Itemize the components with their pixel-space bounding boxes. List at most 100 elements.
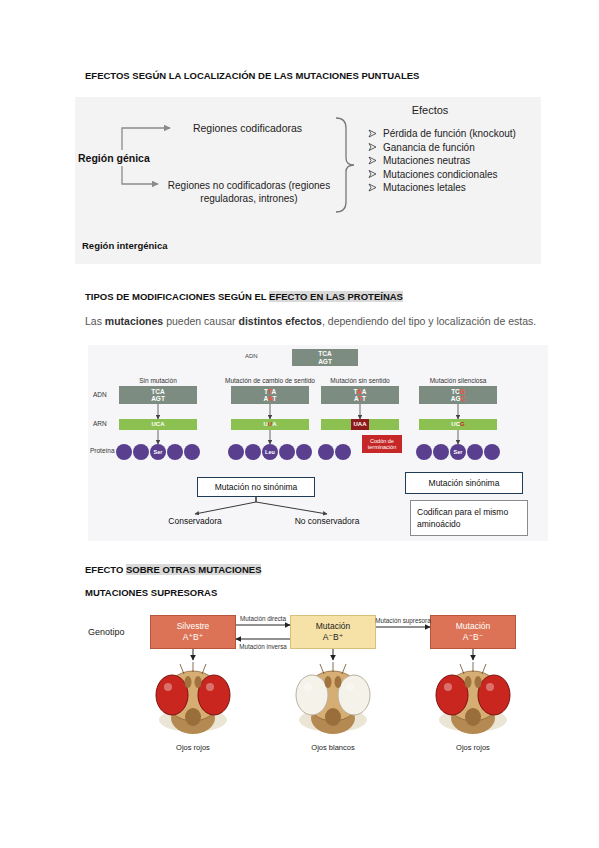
node-text: A⁻B⁻ [463,632,483,643]
column-title: Mutación sin sentido [310,377,410,385]
node-text: Regiones codificadoras [193,122,302,135]
fly-eye [296,675,328,715]
amino-acid-circle [335,444,351,460]
column-title: Mutación silenciosa [408,377,508,385]
text-node: Conservadora [158,514,232,528]
amino-acid: Ser [450,444,466,460]
mrna-strand: UCA [119,419,197,430]
arrow-connector [236,639,290,640]
fly-eye [156,675,188,715]
list-heading: Efectos [400,103,460,117]
edge-label: Mutación inversa [239,643,287,650]
node-text: Ojos rojos [176,743,210,752]
fly-antenna [475,676,482,688]
node-text: Región génica [78,152,150,165]
fly-drawing [288,660,378,736]
dna-strand: TCAAGT [119,386,197,404]
bullet-arrow [369,157,376,164]
node-text: Silvestre [177,621,210,632]
fly-eye [478,675,510,715]
fly-antenna [325,676,332,688]
arrow-connector [473,649,474,660]
amino-acid-circle [318,444,334,460]
node-text: UUA [263,421,276,428]
node-text: Codifican para el mismo aminoácido [417,506,521,530]
mrna-strand: UUA [231,419,309,430]
fly-eye [436,675,468,715]
text-emphasis: A [268,395,272,402]
fly-antenna [335,676,342,688]
node-text: TCG [451,388,465,396]
arrow-connector [458,430,459,444]
node-text: Leu [265,449,275,456]
fly-antenna [185,676,192,688]
region-label: Región intergénica [82,240,168,252]
fly-illustration: Ojos blancos [288,660,378,752]
fly-bristle [320,664,324,674]
node-text: TTA [264,388,276,396]
amino-acid-circle [416,444,432,460]
fly-bristle [342,664,346,674]
text-node: Regiones codificadoras [170,120,325,136]
text-emphasis: distintos efectos [239,315,322,327]
node-text: Mutación sinónima [429,478,500,488]
amino-acid-circle [228,444,244,460]
list-item: Mutaciones letales [383,181,466,194]
fly-drawing [428,660,518,736]
arrow-connector [256,497,327,514]
section-panel [75,97,541,264]
list-item: Mutaciones condicionales [383,168,498,181]
text-emphasis: A [357,388,362,395]
amino-acid-shape [450,444,466,460]
node-text: AAT [264,395,277,403]
section-heading: EFECTO SOBRE OTRAS MUTACIONES [85,564,261,576]
paragraph: Las mutaciones pueden causar distintos e… [85,314,547,329]
dna-strand: TCGAGC [419,386,497,404]
arrow-connector [158,430,159,444]
node-text: Ojos blancos [311,743,354,752]
edge-label: Mutación supresora [375,617,430,624]
text-emphasis: C [461,395,466,402]
fly-bristle [473,662,474,672]
amino-acid-circle [245,444,261,460]
eye-highlight [164,683,172,691]
amino-acid-circle [484,444,500,460]
node-text: AGT [318,358,332,366]
fly-eye [338,675,370,715]
column-title: Sin mutación [108,377,208,385]
bullet-arrow [369,171,376,178]
fly-antenna [465,676,472,688]
bullet-arrow [369,144,376,151]
text-emphasis: SOBRE OTRAS MUTACIONES [126,564,261,575]
arrow-connector [360,404,361,419]
list-item: Mutaciones neutras [383,154,470,167]
mrna-strand: UAA [321,419,399,430]
amino-acid-circle [184,444,200,460]
text-node: No conservadora [282,514,372,528]
text-node: Regiones no codificadoras (regiones regu… [158,177,340,207]
fly-mouth [465,708,481,726]
text-emphasis: mutaciones [105,315,163,327]
node-text: TAA [354,388,367,396]
fly-bristle [202,664,206,674]
dna-strand: TAAATT [321,386,399,404]
genotype-box: SilvestreA⁺B⁺ [150,615,236,649]
node-text: UAA [354,421,367,428]
arrow-connector [122,128,170,150]
amino-acid-circle [116,444,132,460]
curly-bracket [336,118,354,212]
node-text: UCA [152,421,165,428]
amino-acid-circle [133,444,149,460]
row-label: Proteína [90,447,115,455]
amino-acid-circle [167,444,183,460]
arrow-connector [195,497,256,514]
fly-eye [198,675,230,715]
fly-mouth [185,708,201,726]
genotype-box: MutaciónA⁻B⁻ [430,615,516,649]
row-label: ADN [93,391,107,399]
amino-acid-circle [433,444,449,460]
list-item: Ganancia de función [383,141,475,154]
arrow-connector [158,404,159,419]
